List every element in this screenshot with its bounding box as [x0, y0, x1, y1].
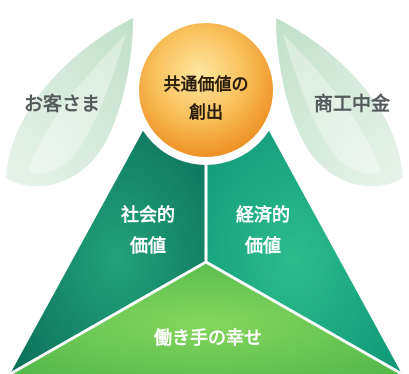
right-leaf-highlight — [283, 34, 381, 174]
left-divider — [9, 260, 207, 374]
workers-happiness-panel — [10, 262, 402, 374]
workers-happiness-label: 働き手の幸せ — [154, 328, 262, 349]
economic-value-label: 経済的 価値 — [218, 200, 308, 262]
center-label-line2: 創出 — [189, 103, 223, 123]
left-leaf-shape — [6, 18, 133, 187]
right-leaf-shape — [276, 18, 403, 187]
economic-value-panel — [206, 118, 402, 374]
social-value-line2: 価値 — [130, 236, 166, 257]
economic-value-line2: 価値 — [245, 236, 281, 257]
social-value-panel — [10, 118, 206, 374]
social-value-label: 社会的 価値 — [103, 200, 193, 262]
shared-value-creation-label: 共通価値の 創出 — [134, 71, 278, 127]
right-divider — [205, 260, 403, 374]
economic-value-line1: 経済的 — [236, 205, 290, 226]
customers-label: お客さま — [23, 93, 100, 115]
social-value-line1: 社会的 — [121, 205, 175, 226]
center-label-line1: 共通価値の — [163, 75, 249, 95]
left-leaf-highlight — [28, 34, 126, 174]
center-circle — [139, 23, 273, 157]
shokochukin-label: 商工中金 — [313, 93, 390, 115]
